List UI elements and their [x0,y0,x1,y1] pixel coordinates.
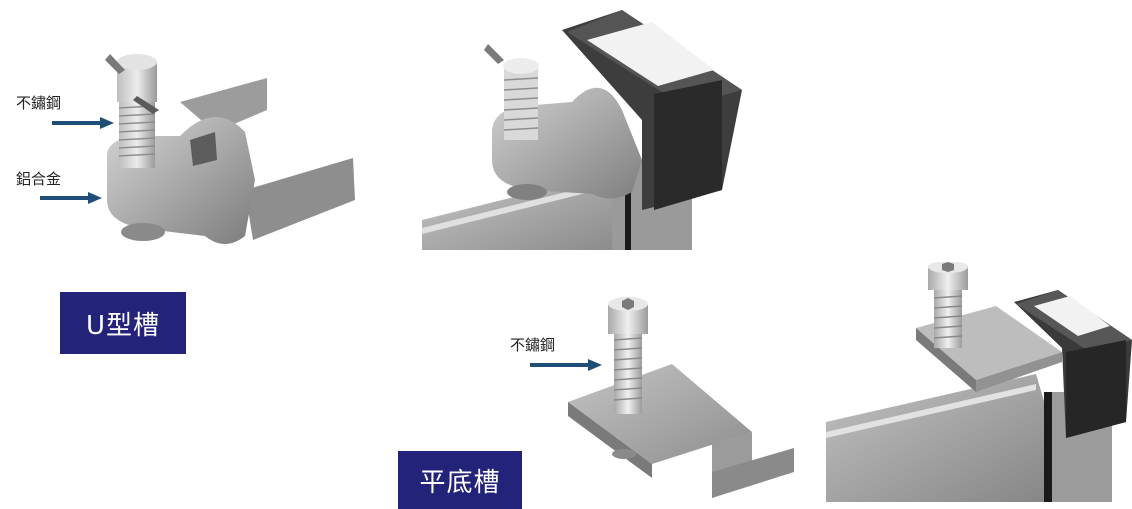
arrow-right-icon [52,117,114,129]
flat-clamp-installed-illustration [826,262,1132,502]
stainless-steel-label-bottom: 不鏽鋼 [510,336,556,354]
u-clamp-installed-illustration [422,10,744,250]
aluminum-alloy-label: 鋁合金 [16,170,62,188]
arrow-right-icon [530,359,602,371]
flat-channel-badge: 平底槽 [398,451,522,509]
u-channel-badge: U型槽 [60,292,186,354]
u-clamp-illustration [95,40,365,255]
stainless-steel-label-top: 不鏽鋼 [16,94,62,112]
flat-clamp-illustration [562,292,802,502]
arrow-right-icon [40,192,102,204]
